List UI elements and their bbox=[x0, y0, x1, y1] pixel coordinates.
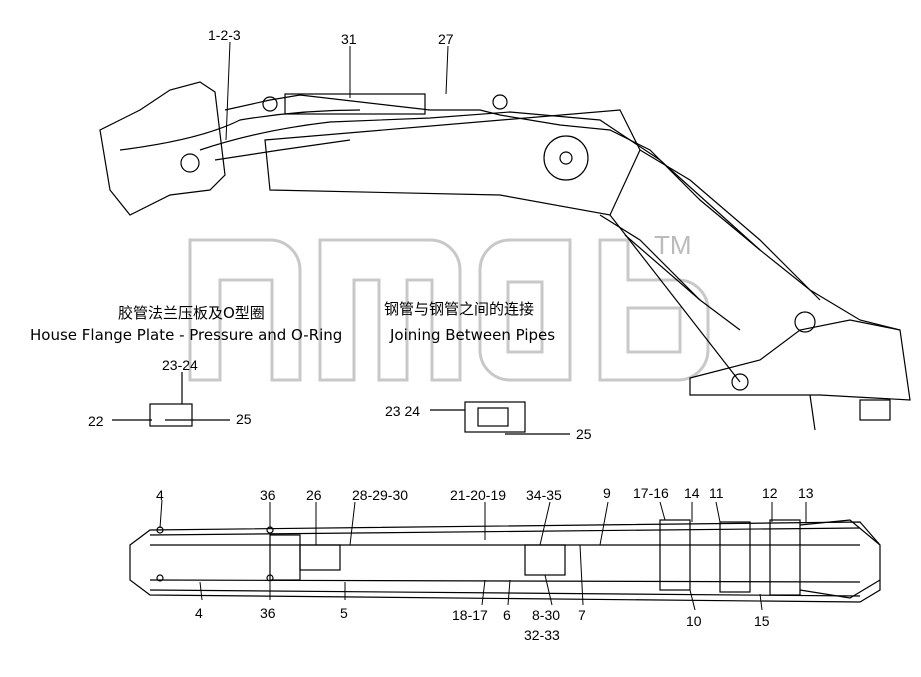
plan-callout-14: 14 bbox=[684, 485, 700, 501]
callout-27: 27 bbox=[438, 31, 454, 47]
plan-callout-8-30: 8-30 bbox=[532, 607, 561, 623]
plan-callout-6: 6 bbox=[503, 607, 511, 623]
plan-callout-18-17: 18-17 bbox=[452, 607, 488, 623]
plan-callout-34-35: 34-35 bbox=[526, 487, 562, 503]
callout-25-right: 25 bbox=[576, 426, 592, 442]
callout-22: 22 bbox=[88, 413, 104, 429]
watermark-tm: TM bbox=[654, 230, 692, 260]
callout-1-2-3: 1-2-3 bbox=[208, 27, 241, 43]
plan-callout-9: 9 bbox=[603, 485, 611, 501]
watermark-logo bbox=[188, 238, 710, 382]
plan-callout-7: 7 bbox=[578, 607, 586, 623]
plan-callout-15: 15 bbox=[754, 613, 770, 629]
plan-callout-32-33: 32-33 bbox=[524, 627, 560, 643]
plan-callout-11: 11 bbox=[709, 485, 724, 501]
flange-detail-left bbox=[112, 372, 230, 427]
plan-callout-12: 12 bbox=[762, 485, 778, 501]
caption-left-en: House Flange Plate - Pressure and O-Ring bbox=[30, 326, 343, 344]
plan-callout-36-top: 36 bbox=[260, 487, 276, 503]
plan-callout-21-20-19: 21-20-19 bbox=[450, 487, 507, 503]
plan-callout-4-top: 4 bbox=[156, 487, 164, 503]
top-leaders bbox=[225, 41, 449, 141]
plan-callout-10: 10 bbox=[686, 613, 702, 629]
pipe-joint-detail-right bbox=[430, 401, 570, 435]
callout-31: 31 bbox=[341, 31, 357, 47]
boom-plan-view bbox=[129, 519, 881, 603]
callout-23-24-left: 23-24 bbox=[162, 357, 198, 373]
plan-callout-13: 13 bbox=[798, 485, 814, 501]
plan-callout-36-bottom: 36 bbox=[260, 605, 276, 621]
caption-right-en: Joining Between Pipes bbox=[390, 326, 556, 344]
plan-callout-28-29-30: 28-29-30 bbox=[352, 487, 409, 503]
plan-callout-26: 26 bbox=[306, 487, 322, 503]
plan-leaders bbox=[159, 499, 807, 611]
plan-callout-17-16: 17-16 bbox=[633, 485, 669, 501]
caption-right-cn: 钢管与钢管之间的连接 bbox=[384, 300, 535, 318]
caption-left-cn: 胶管法兰压板及O型圈 bbox=[118, 304, 265, 322]
callout-23-24-right: 23 24 bbox=[385, 403, 421, 419]
boom-arm-side-view bbox=[99, 81, 911, 431]
callout-25-left: 25 bbox=[236, 411, 252, 427]
plan-callout-5: 5 bbox=[340, 605, 348, 621]
plan-callout-4-bottom: 4 bbox=[195, 605, 203, 621]
